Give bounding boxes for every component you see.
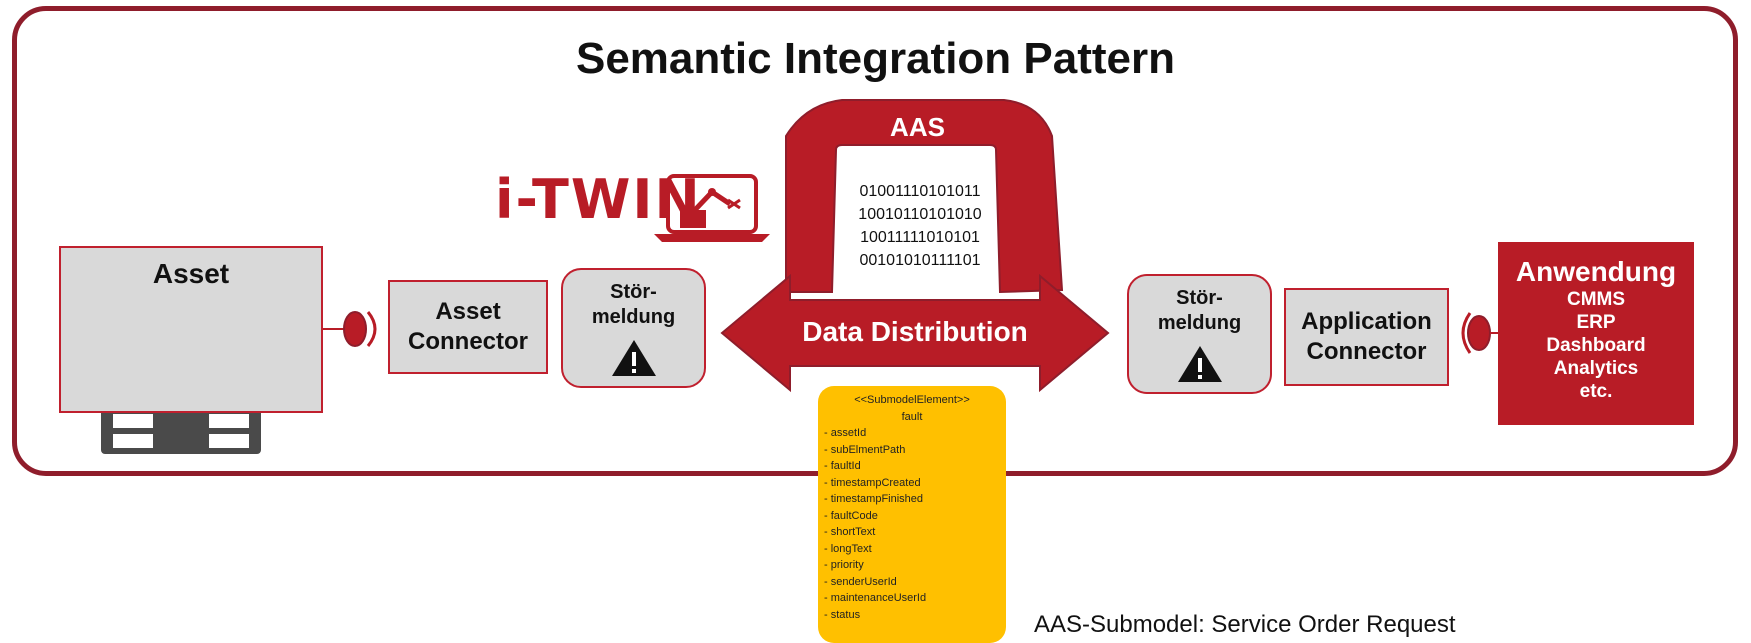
anwendung-item: etc. xyxy=(1579,381,1613,402)
binary-line: 10011111010101 xyxy=(860,229,980,246)
anwendung-item: CMMS xyxy=(1566,289,1626,310)
binary-line: 01001110101011 xyxy=(859,183,981,200)
diagram-title: Semantic Integration Pattern xyxy=(575,34,1175,83)
aas-label: AAS xyxy=(890,112,945,142)
submodel-field: - timestampFinished xyxy=(824,493,924,505)
stoermeldung-left-box: Stör- meldung xyxy=(561,268,706,388)
warning-icon xyxy=(1177,346,1222,382)
submodel-field: - timestampCreated xyxy=(824,476,921,489)
submodel-name: fault xyxy=(901,410,923,423)
app-socket-icon xyxy=(1461,312,1472,354)
asset-connector-line2: Connector xyxy=(408,328,528,355)
anwendung-item: Dashboard xyxy=(1546,335,1646,356)
aas-arch xyxy=(785,99,1064,294)
app-connector-line2: Connector xyxy=(1306,338,1427,365)
asset-connector-box: Asset Connector xyxy=(388,280,548,374)
submodel-field: - assetId xyxy=(824,427,867,439)
submodel-caption: AAS-Submodel: Service Order Request xyxy=(1034,611,1456,638)
app-port-icon xyxy=(1467,315,1491,351)
application-connector-box: Application Connector xyxy=(1284,288,1449,386)
warning-icon xyxy=(611,340,656,376)
submodel-field: - status xyxy=(824,608,861,621)
stoermeldung-line2: meldung xyxy=(591,306,676,328)
asset-label: Asset xyxy=(152,258,230,289)
stoermeldung-line2: meldung xyxy=(1157,312,1242,334)
asset-socket-icon xyxy=(366,311,377,347)
submodel-field: - faultCode xyxy=(824,509,878,522)
data-distribution-label: Data Distribution xyxy=(802,316,1028,347)
submodel-field: - senderUserId xyxy=(824,575,897,588)
submodel-field: - priority xyxy=(824,559,864,571)
submodel-field: - longText xyxy=(824,542,872,555)
app-connector-line1: Application xyxy=(1301,308,1432,335)
submodel-field: - shortText xyxy=(824,526,876,538)
stoermeldung-line1: Stör- xyxy=(610,281,657,303)
data-distribution-arrow xyxy=(720,273,1110,393)
asset-connector-line1: Asset xyxy=(435,298,501,325)
submodel-field: - maintenanceUserId xyxy=(824,592,927,604)
submodel-field: - faultId xyxy=(824,460,861,472)
robot-arm-laptop-icon xyxy=(654,174,770,242)
submodel-field: - subElmentPath xyxy=(824,443,906,456)
binary-line: 00101010111101 xyxy=(859,252,981,269)
anwendung-item: Analytics xyxy=(1553,358,1639,379)
binary-line: 10010110101010 xyxy=(858,206,982,223)
asset-port-icon xyxy=(343,311,367,347)
submodel-stereotype: <<SubmodelElement>> xyxy=(854,394,970,406)
anwendung-item: ERP xyxy=(1576,312,1616,333)
asset-box xyxy=(59,246,323,413)
stoermeldung-right-box: Stör- meldung xyxy=(1127,274,1272,394)
anwendung-title: Anwendung xyxy=(1515,256,1677,287)
stoermeldung-line1: Stör- xyxy=(1176,287,1223,309)
aas-binary-block: 01001110101011 10010110101010 1001111101… xyxy=(840,180,1000,272)
submodel-element-card: <<SubmodelElement>> fault - assetId - su… xyxy=(818,386,1006,643)
anwendung-box: Anwendung CMMS ERP Dashboard Analytics e… xyxy=(1498,242,1694,425)
itwin-logo-text: i-TWIN xyxy=(495,168,702,231)
